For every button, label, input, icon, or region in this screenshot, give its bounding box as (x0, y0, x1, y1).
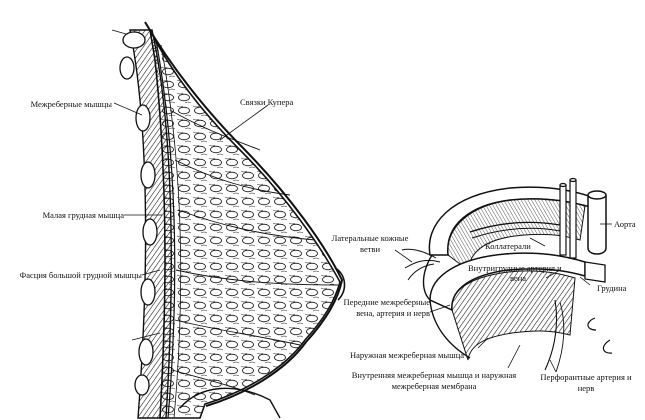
lower-muscle (451, 270, 576, 361)
label-external-intercostal: Наружная межреберная мышца (350, 350, 465, 360)
label-lateral-cutaneous-2: ветви (359, 244, 380, 254)
label-intercostal-muscles: Межреберные мышцы (30, 99, 112, 109)
chest-wall-figure (394, 177, 613, 373)
rib-sections (119, 31, 158, 396)
label-lateral-cutaneous-1: Латеральные кожные (331, 233, 409, 243)
label-internal-thoracic-2: вена (510, 273, 527, 283)
label-perforating-1: Перфорантные артерия и (540, 372, 632, 382)
label-perforating-2: нерв (577, 383, 595, 393)
left-leader-lines (111, 29, 269, 341)
label-cooper-ligaments: Связки Купера (240, 97, 294, 107)
right-leader-lines (394, 223, 612, 373)
lateral-cutaneous-branches (401, 248, 441, 281)
intercostal-space (447, 198, 586, 271)
aorta (587, 190, 607, 255)
label-internal-thoracic-1: Внутригрудные артерия и (468, 263, 562, 273)
label-pectoralis-major-fascia: Фасция большой грудной мышцы (19, 270, 142, 280)
skin-outline (144, 21, 344, 407)
label-sternum: Грудина (597, 283, 627, 293)
label-internal-intercostal-1: Внутренняя межреберная мышца и наружная (351, 370, 517, 380)
label-anterior-intercostal-2: вена, артерия и нерв (356, 308, 430, 318)
label-collaterals: Коллатерали (485, 241, 531, 251)
label-aorta: Аорта (614, 219, 636, 229)
sternum (584, 261, 606, 283)
label-pectoralis-minor: Малая грудная мышца (42, 210, 124, 220)
breast-section-figure (111, 21, 346, 419)
internal-thoracic-vessels (559, 177, 577, 259)
cooper-ligaments (169, 109, 339, 396)
label-internal-intercostal-2: межреберная мембрана (391, 381, 477, 391)
label-anterior-intercostal-1: Передние межреберные (343, 297, 430, 307)
